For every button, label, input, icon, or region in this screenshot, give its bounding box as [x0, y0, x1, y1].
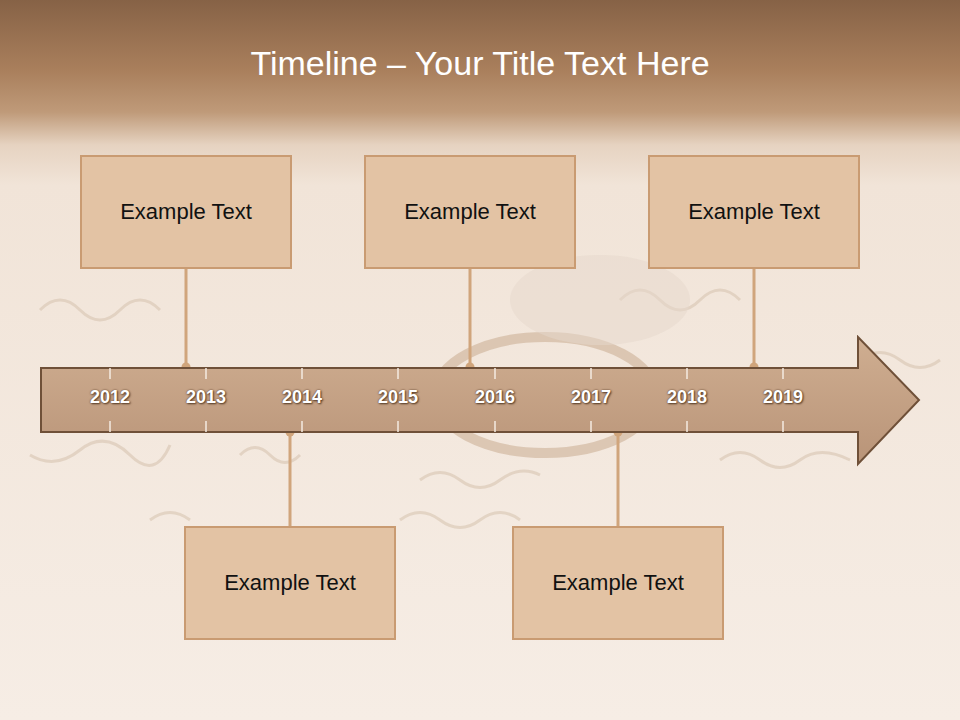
leader-line [182, 269, 191, 372]
year-label: 2016 [475, 387, 515, 408]
year-label: 2015 [378, 387, 418, 408]
tick-mark [397, 368, 399, 379]
tick-mark [590, 421, 592, 432]
tick-mark [494, 421, 496, 432]
event-text: Example Text [214, 570, 366, 596]
year-label: 2013 [186, 387, 226, 408]
event-box: Example Text [184, 526, 396, 640]
leader-line [614, 428, 623, 527]
tick-mark [782, 421, 784, 432]
event-box: Example Text [364, 155, 576, 269]
event-text: Example Text [678, 199, 830, 225]
tick-mark [782, 368, 784, 379]
event-box: Example Text [648, 155, 860, 269]
tick-mark [301, 421, 303, 432]
tick-mark [494, 368, 496, 379]
tick-mark [686, 368, 688, 379]
tick-mark [205, 421, 207, 432]
leader-line [466, 269, 475, 372]
leader-line [286, 428, 295, 527]
connector-line [753, 269, 756, 367]
tick-mark [686, 421, 688, 432]
handwriting [30, 290, 940, 528]
timeline-arrow: 2012 2013 2014 2015 2016 2017 2018 2019 [40, 335, 922, 467]
event-text: Example Text [394, 199, 546, 225]
tick-mark [301, 368, 303, 379]
event-box: Example Text [512, 526, 724, 640]
year-label: 2017 [571, 387, 611, 408]
slide-title: Timeline – Your Title Text Here [0, 44, 960, 83]
year-label: 2012 [90, 387, 130, 408]
arrow-outline [41, 337, 919, 464]
year-label: 2019 [763, 387, 803, 408]
event-text: Example Text [110, 199, 262, 225]
connector-line [469, 269, 472, 367]
connector-line [289, 432, 292, 526]
tick-mark [590, 368, 592, 379]
tick-mark [205, 368, 207, 379]
leader-line [750, 269, 759, 372]
connector-line [185, 269, 188, 367]
tick-mark [109, 368, 111, 379]
tick-mark [397, 421, 399, 432]
year-label: 2014 [282, 387, 322, 408]
connector-line [617, 432, 620, 526]
tick-mark [109, 421, 111, 432]
event-text: Example Text [542, 570, 694, 596]
event-box: Example Text [80, 155, 292, 269]
year-label: 2018 [667, 387, 707, 408]
